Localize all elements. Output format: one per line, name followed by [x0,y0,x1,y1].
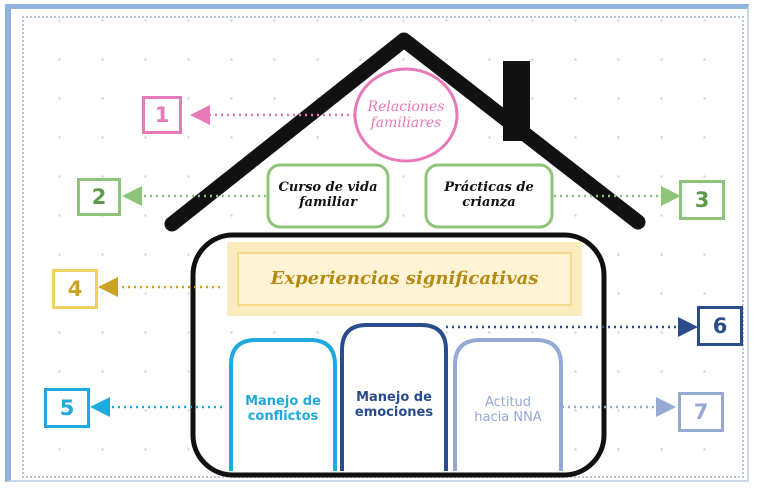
number-box-4: 4 [52,269,98,309]
chimney [503,61,530,141]
conflictos-pillar [229,338,337,471]
number-box-7: 7 [678,392,724,432]
number-box-2: 2 [77,178,121,216]
curso-box [266,163,390,229]
number-box-1: 1 [142,96,182,134]
emociones-label: Manejo de emociones [354,390,434,420]
actitud-label: Actitud hacia NNA [474,395,542,425]
number-box-3: 3 [679,180,725,220]
practicas-box [424,163,554,229]
actitud-pillar [453,338,563,471]
emociones-pillar [340,323,448,471]
relaciones-label: Relaciones familiares [367,98,445,131]
curso-label: Curso de vida familiar [278,180,378,210]
experiencias-label: Experiencias significativas [270,267,539,289]
number-box-5: 5 [44,388,90,428]
house-body [190,232,607,478]
practicas-label: Prácticas de crianza [444,180,534,210]
number-box-6: 6 [697,306,743,346]
experiencias-inner [237,252,572,306]
conflictos-label: Manejo de conflictos [245,394,321,424]
roof [164,32,646,232]
